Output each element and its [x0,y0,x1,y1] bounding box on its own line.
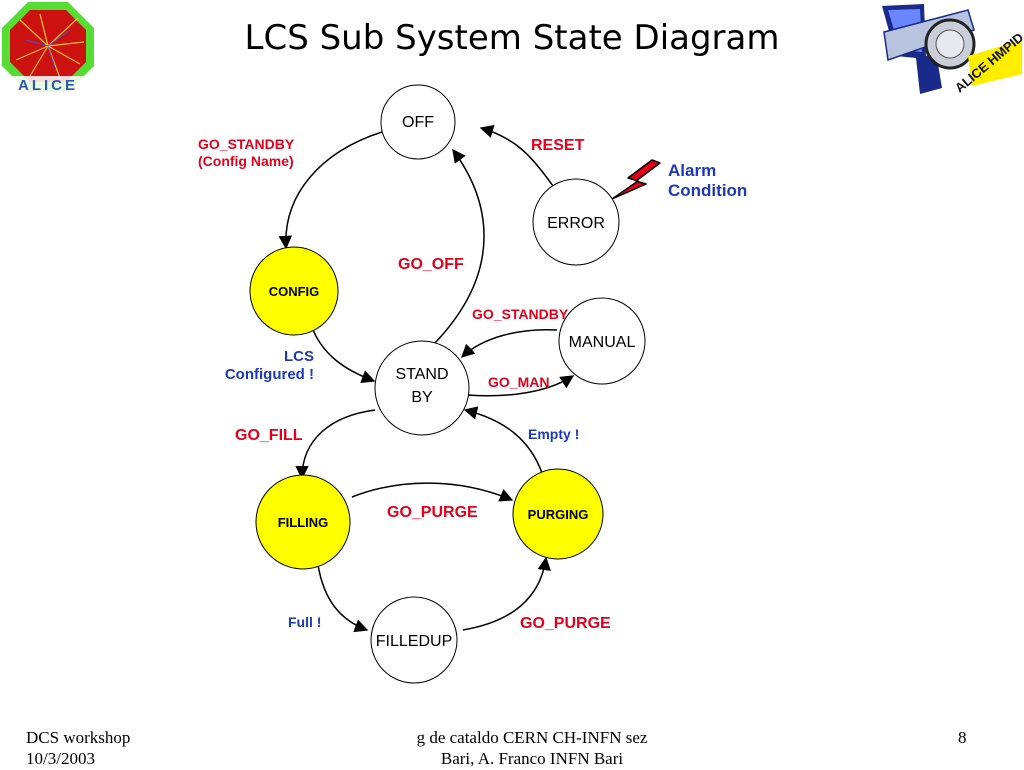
state-standby-label-line2: BY [411,389,433,406]
transition-go-purge-top: GO_PURGE [387,504,478,521]
event-lcs-line2: Configured ! [224,366,314,383]
arrow-standby-to-off [433,148,485,345]
event-full: Full ! [288,614,322,630]
state-purging-label: PURGING [528,507,589,522]
arrow-error-to-off [479,124,554,187]
event-alarm-line1: Alarm [668,161,717,180]
state-config [249,246,339,336]
state-error [532,178,620,266]
hmpid-logo: ALICE HMPID [882,4,1024,95]
slide-title: LCS Sub System State Diagram [244,18,780,58]
transition-go-standby-manual: GO_STANDBY [472,306,569,322]
arrow-filledup-to-purging [462,556,551,631]
state-manual [558,297,646,385]
event-lcs-configured: LCS Configured ! [212,348,314,384]
state-filledup [370,596,458,684]
footer-event: DCS workshop [26,728,131,747]
transition-go-purge-bottom: GO_PURGE [520,615,611,632]
alice-logo: ALICE [2,2,94,94]
transition-go-standby-config: GO_STANDBY (Config Name) [198,136,294,170]
footer-center: g de cataldo CERN CH-INFN sez Bari, A. F… [362,727,702,770]
state-filledup-label: FILLEDUP [376,633,452,650]
arrow-off-to-config [278,131,383,250]
event-lcs-line1: LCS [284,348,314,365]
lightning-bolt-icon [611,159,661,200]
footer-left: DCS workshop 10/3/2003 [26,727,130,770]
arrow-standby-to-filling [295,409,376,480]
state-off [380,84,456,160]
footer-authors-line2: Bari, A. Franco INFN Bari [440,749,624,769]
alice-logo-text: ALICE [18,77,78,94]
state-filling [255,474,351,570]
transition-go-man: GO_MAN [488,374,550,390]
page-number: 8 [958,728,967,747]
event-alarm-line2: Condition [668,181,748,201]
transition-reset: RESET [531,137,585,154]
transition-go-standby-line1: GO_STANDBY [198,136,295,152]
transition-go-fill: GO_FILL [235,427,303,444]
arrow-purging-to-standby [463,406,543,474]
state-standby [374,340,470,436]
state-error-label: ERROR [547,215,605,232]
transition-go-standby-line2: (Config Name) [198,152,294,169]
arrow-manual-to-standby [461,328,558,358]
footer-date: 10/3/2003 [26,749,95,769]
arrow-config-to-standby [310,324,376,383]
arrow-standby-to-manual [467,375,575,397]
state-manual-label: MANUAL [569,334,636,351]
arrow-filling-to-purging [351,482,514,502]
state-standby-label-line1: STAND [395,366,448,383]
state-config-label: CONFIG [269,284,320,299]
state-purging [512,468,604,560]
state-filling-label: FILLING [278,515,329,530]
footer-authors-line1: g de cataldo CERN CH-INFN sez [416,728,648,747]
state-off-label: OFF [402,114,434,131]
event-alarm-condition: Alarm Condition [668,161,747,202]
event-empty: Empty ! [528,426,580,442]
transition-go-off: GO_OFF [398,256,464,273]
arrow-filling-to-filledup [317,564,369,633]
